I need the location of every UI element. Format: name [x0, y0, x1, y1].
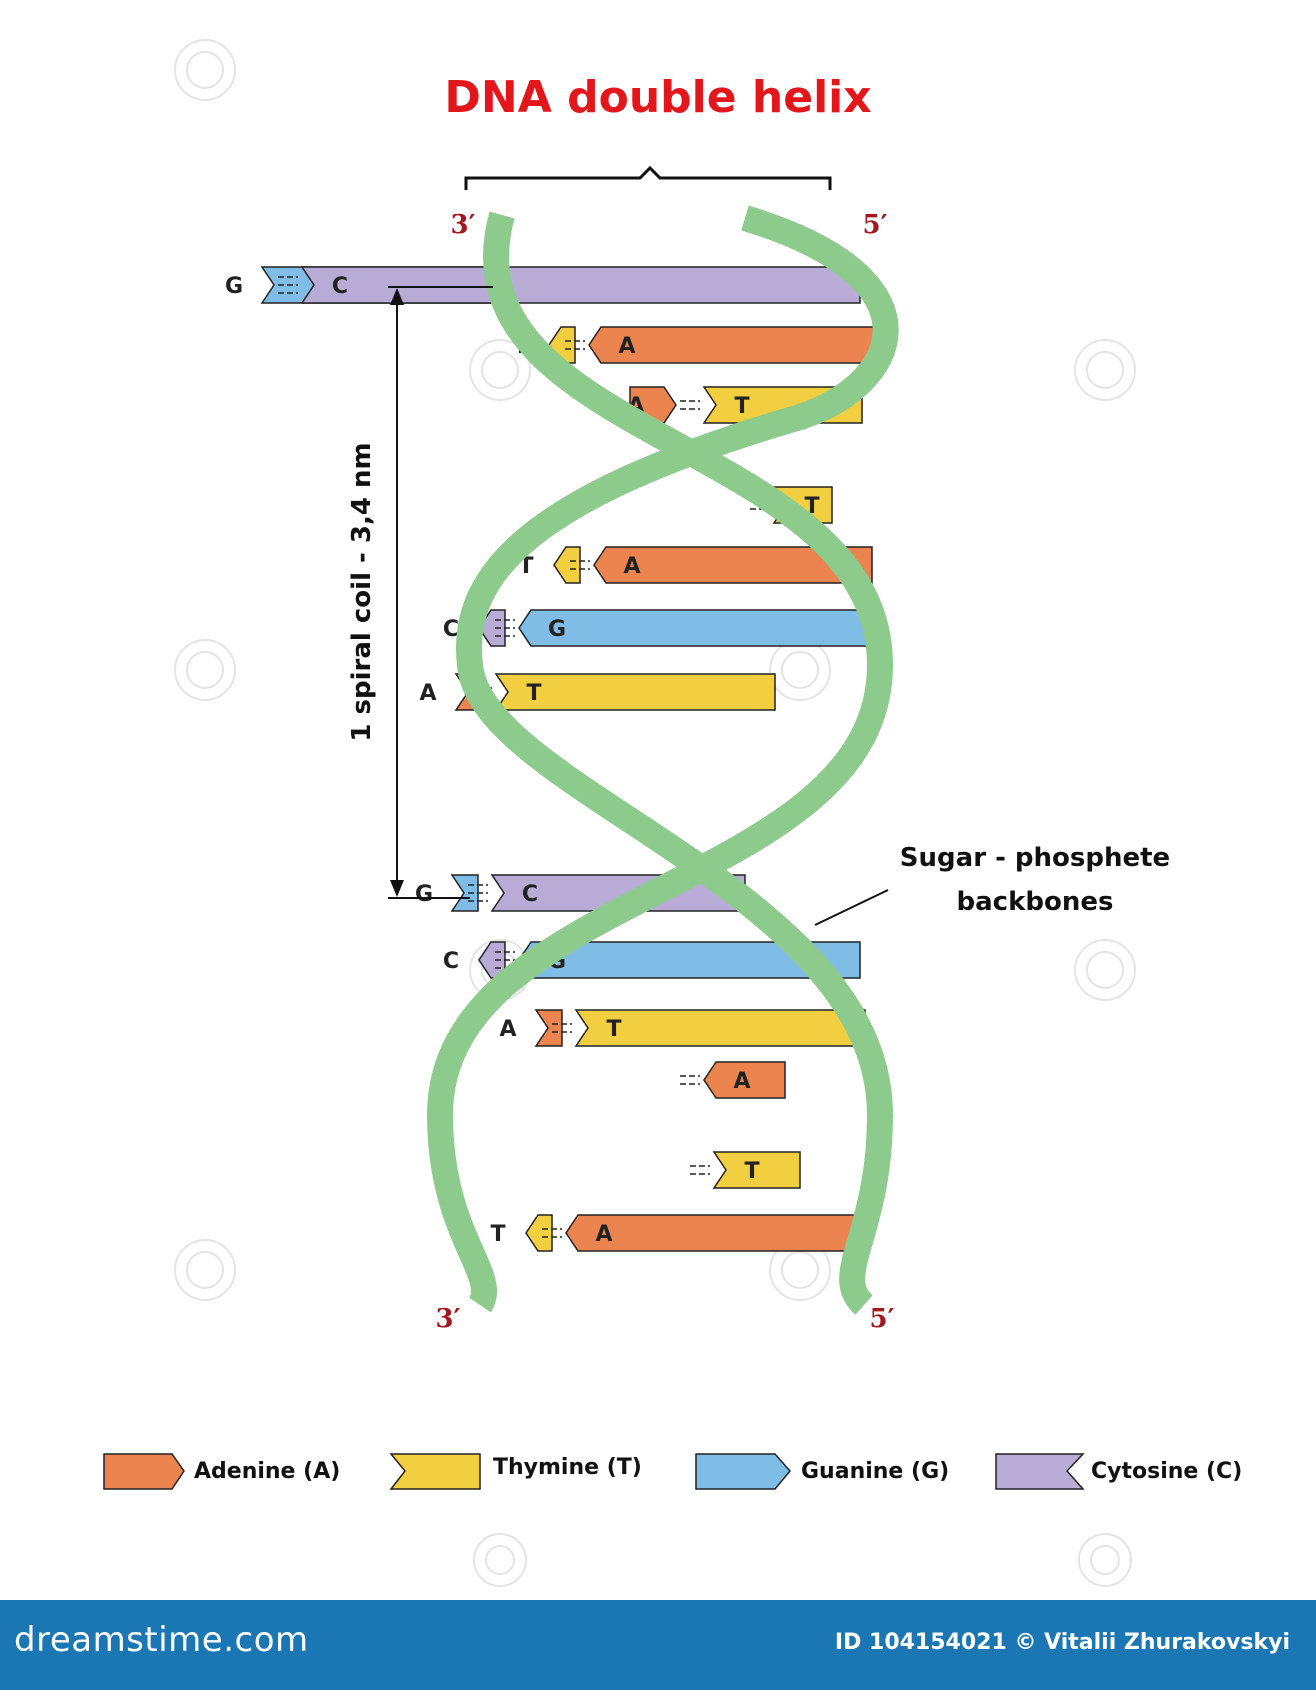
base-right-letter: C — [522, 882, 538, 907]
footer-image-credit: ID 104154021 © Vitalii Zhurakovskyi — [834, 1630, 1290, 1655]
base-left-letter: G — [415, 882, 433, 907]
base-left-letter: C — [443, 949, 459, 974]
backbone-strand-right — [456, 205, 899, 1315]
base-left-letter: A — [419, 681, 436, 706]
page-title: DNA double helix — [444, 72, 871, 123]
legend-item-guanine: Guanine (G) — [695, 1453, 949, 1490]
base-right-letter: A — [618, 334, 635, 359]
base-left-letter: A — [499, 1017, 516, 1042]
base-right — [703, 1061, 786, 1099]
backbone-label-line2: backbones — [957, 887, 1114, 917]
base-right — [712, 1151, 801, 1189]
guanine-swatch — [695, 1453, 791, 1490]
legend-label-guanine: Guanine (G) — [801, 1459, 949, 1484]
backbone-pointer-line — [814, 889, 889, 926]
base-right — [494, 673, 776, 711]
cytosine-swatch — [995, 1453, 1085, 1490]
base-right-letter: T — [744, 1159, 759, 1184]
base-left-letter: C — [443, 617, 459, 642]
legend-item-cytosine: Cytosine (C) — [995, 1453, 1242, 1490]
strand-end-top-left: 3′ — [451, 210, 476, 240]
base-right-letter: A — [623, 554, 640, 579]
base-right — [518, 609, 869, 647]
base-left — [534, 1009, 563, 1047]
base-right — [300, 266, 861, 304]
base-right-letter: T — [734, 394, 749, 419]
adenine-swatch — [103, 1453, 185, 1490]
width-brace — [464, 165, 832, 190]
legend-label-adenine: Adenine (A) — [194, 1459, 340, 1484]
spiral-coil-dimension — [388, 286, 493, 899]
base-left-letter: T — [490, 1222, 505, 1247]
legend: Adenine (A) Thymine (T) Guanine (G) Cyto… — [103, 1453, 1242, 1490]
footer-brand[interactable]: dreamstime.com — [14, 1620, 309, 1660]
legend-label-cytosine: Cytosine (C) — [1091, 1459, 1242, 1484]
base-left-letter: G — [225, 274, 243, 299]
strand-end-bottom-right: 5′ — [870, 1304, 895, 1334]
base-right-letter: C — [332, 274, 348, 299]
base-right-letter: A — [595, 1222, 612, 1247]
strand-end-top-right: 5′ — [863, 210, 888, 240]
base-right-letter: T — [606, 1017, 621, 1042]
legend-label-thymine: Thymine (T) — [493, 1455, 642, 1480]
base-right — [593, 546, 873, 584]
base-right-letter: T — [526, 681, 541, 706]
base-left — [553, 546, 581, 584]
spiral-coil-label: 1 spiral coil - 3,4 nm — [347, 442, 377, 741]
sugar-phosphate-backbones — [426, 205, 899, 1315]
base-right-letter: A — [733, 1069, 750, 1094]
footer-bar: dreamstime.com ID 104154021 © Vitalii Zh… — [0, 1600, 1316, 1690]
base-right-letter: G — [548, 617, 566, 642]
base-pair: T — [690, 1151, 801, 1189]
strand-end-bottom-left: 3′ — [436, 1304, 461, 1334]
base-left — [450, 874, 479, 912]
base-pair: A — [680, 1061, 786, 1099]
base-left — [525, 1214, 553, 1252]
backbone-label-line1: Sugar - phosphete — [900, 843, 1170, 873]
backbone-strand-left — [426, 211, 894, 1313]
legend-item-adenine: Adenine (A) — [103, 1453, 340, 1490]
legend-item-thymine: Thymine (T) — [389, 1453, 642, 1490]
thymine-swatch — [389, 1453, 481, 1490]
